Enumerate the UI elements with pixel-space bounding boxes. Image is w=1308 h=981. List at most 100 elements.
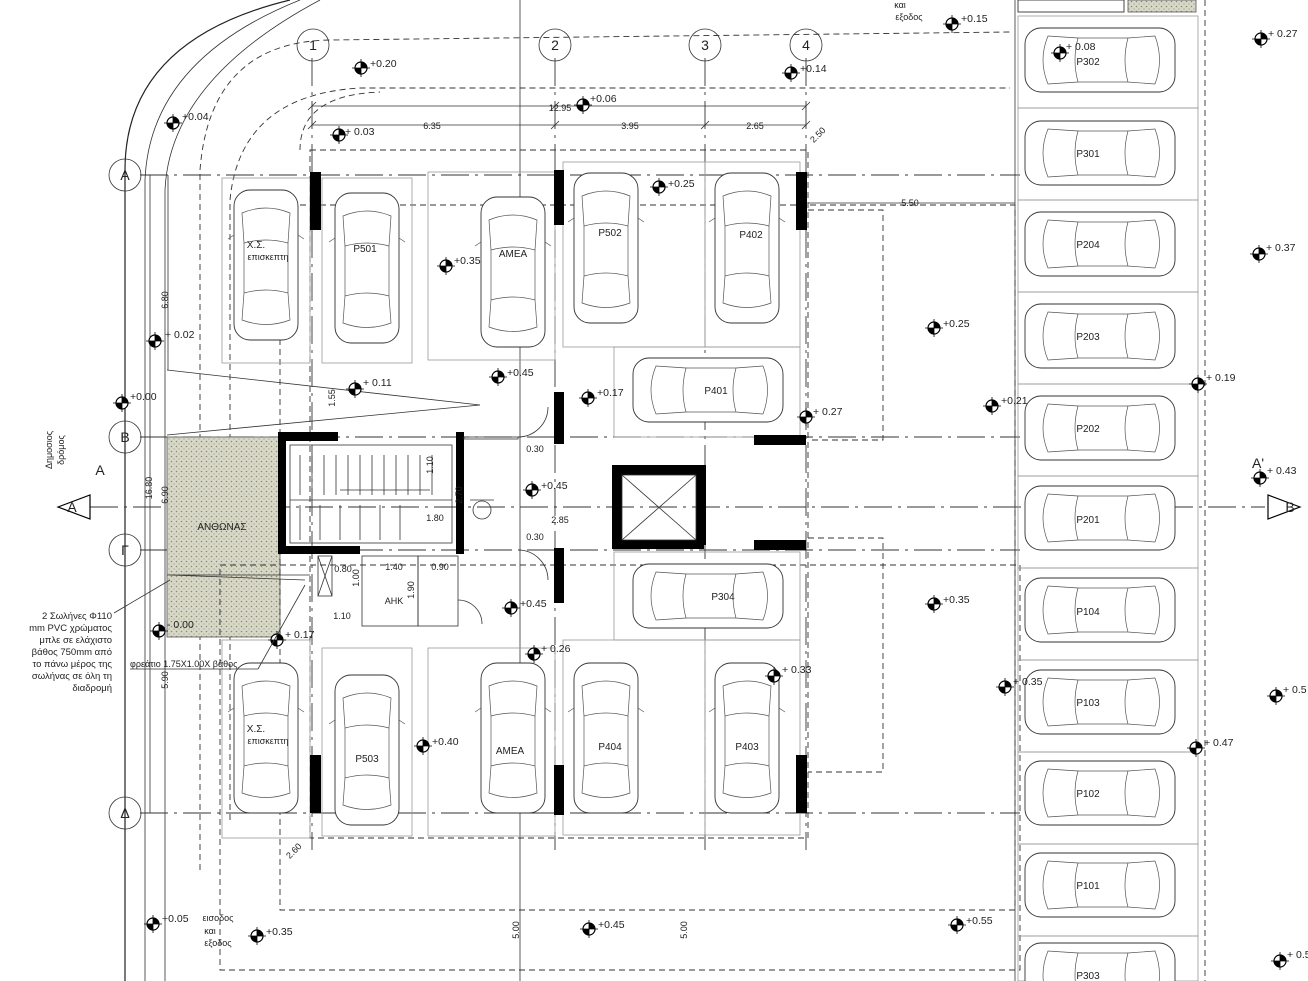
level-19: + 0.17	[267, 629, 315, 650]
svg-text:+ 0.03: + 0.03	[345, 126, 375, 138]
road-edge-curves	[124, 0, 1206, 981]
label-p401: P401	[704, 386, 728, 397]
label-amea-top: ΑΜΕΑ	[499, 249, 528, 260]
level-28: +0.55	[947, 915, 993, 935]
visitor-label-top: Χ.Σ.	[247, 240, 265, 251]
label-amea-bottom: ΑΜΕΑ	[496, 746, 525, 757]
svg-text:+ 0.27: + 0.27	[813, 406, 843, 418]
level-3: +0.14	[781, 63, 827, 83]
label-p202: P202	[1076, 424, 1100, 435]
svg-text:1.80: 1.80	[426, 513, 444, 523]
svg-text:2.65: 2.65	[746, 121, 764, 131]
svg-text:+ 0.33: + 0.33	[782, 664, 812, 676]
dimension-lines	[149, 101, 1015, 813]
level-32: + 0.37	[1249, 242, 1296, 264]
svg-text:+0.04: +0.04	[182, 111, 209, 123]
label-p501: P501	[353, 244, 377, 255]
svg-text:2.70: 2.70	[454, 486, 464, 504]
svg-text:+ 0.27: + 0.27	[1268, 28, 1298, 40]
visitor-sub-bottom: επισκεπτη	[247, 736, 288, 746]
level-1: +0.20	[351, 58, 397, 78]
label-p104: P104	[1076, 607, 1100, 618]
label-p503: P503	[355, 754, 379, 765]
svg-text:1: 1	[309, 37, 317, 53]
grid-bubble-2: 2	[538, 28, 572, 62]
level-15: +0.21	[982, 395, 1028, 416]
level-20: - 0.00	[149, 619, 194, 641]
level-35: + 0.5	[1266, 684, 1307, 706]
svg-text:0.80: 0.80	[334, 564, 352, 574]
svg-text:σωλήνας σε όλη τη: σωλήνας σε όλη τη	[32, 671, 112, 682]
level-11: + 0.11	[345, 377, 392, 399]
svg-text:2: 2	[551, 37, 559, 53]
svg-text:1.00: 1.00	[351, 569, 361, 587]
svg-text:+ 0.43: + 0.43	[1267, 465, 1297, 477]
svg-text:1.90: 1.90	[406, 581, 416, 599]
svg-text:0.90: 0.90	[431, 562, 449, 572]
grid-bubble-a: A	[108, 158, 142, 192]
svg-text:+0.45: +0.45	[598, 919, 625, 931]
level-37: + 0.5	[1270, 949, 1308, 971]
section-marker-right: B A'	[1252, 455, 1302, 520]
svg-text:2.50: 2.50	[808, 125, 827, 144]
svg-text:+0.40: +0.40	[432, 736, 459, 748]
svg-text:+0.45: +0.45	[541, 480, 568, 492]
label-p203: P203	[1076, 332, 1100, 343]
level-36: + 0.47	[1186, 737, 1234, 758]
svg-text:+0.45: +0.45	[507, 367, 534, 379]
svg-text:3.95: 3.95	[621, 121, 639, 131]
level-22: +0.35	[924, 594, 970, 614]
svg-text:+0.05: +0.05	[162, 913, 189, 925]
svg-text:2.60: 2.60	[284, 841, 303, 860]
svg-text:+0.00: +0.00	[130, 391, 157, 403]
svg-text:+0.35: +0.35	[266, 926, 293, 938]
level-27: +0.45	[579, 919, 625, 939]
level-12: +0.45	[488, 367, 534, 387]
level-18: + 0.26	[524, 643, 571, 664]
ramp-lines	[166, 369, 481, 581]
svg-text:+0.20: +0.20	[370, 58, 397, 70]
label-p301: P301	[1076, 149, 1100, 160]
svg-text:+0.25: +0.25	[668, 178, 695, 190]
pit-note: φρεάτιο 1.75Χ1.00Χ βάθος	[130, 659, 238, 669]
svg-text:διαδρομή: διαδρομή	[72, 683, 112, 694]
grid-bubble-1: 1	[296, 28, 330, 62]
svg-text:+ 0.19: + 0.19	[1206, 372, 1236, 384]
entry-bottom-2: και	[204, 926, 216, 936]
level-21: + 0.33	[764, 664, 812, 686]
svg-text:μπλε σε ελάχιστο: μπλε σε ελάχιστο	[39, 635, 112, 646]
svg-text:+ 0.17: + 0.17	[285, 629, 315, 641]
pipe-note: 2 Σωλήνες Φ110 mm PVC χρώματος μπλε σε ε…	[29, 611, 112, 694]
svg-text:ΑΝΘΩΝΑΣ: ΑΝΘΩΝΑΣ	[197, 522, 246, 533]
level-14: + 0.27	[796, 406, 843, 427]
grid-bubble-g: Γ	[108, 533, 142, 567]
svg-text:+0.17: +0.17	[597, 387, 624, 399]
svg-text:A: A	[67, 499, 77, 515]
visitor-label-bottom: Χ.Σ.	[247, 724, 265, 735]
svg-text:1.10: 1.10	[333, 611, 351, 621]
section-marker-left: A A	[56, 462, 105, 520]
road-label-2: δρόμος	[56, 435, 66, 465]
svg-text:A: A	[120, 167, 130, 183]
top-hatched-strip	[1127, 0, 1197, 13]
label-p404: P404	[598, 742, 622, 753]
svg-text:+0.15: +0.15	[961, 13, 988, 25]
svg-text:3: 3	[701, 37, 709, 53]
svg-text:0.30: 0.30	[526, 532, 544, 542]
svg-text:Δ: Δ	[120, 805, 129, 821]
svg-text:Γ: Γ	[121, 542, 129, 558]
svg-text:12.95: 12.95	[549, 103, 572, 113]
label-p204: P204	[1076, 240, 1100, 251]
label-p502: P502	[598, 228, 622, 239]
svg-text:0.30: 0.30	[526, 444, 544, 454]
level-9: + 0.02	[145, 329, 195, 351]
label-p304: P304	[711, 592, 735, 603]
stair-core	[289, 406, 697, 581]
top-box	[1017, 0, 1125, 13]
svg-text:+0.06: +0.06	[590, 93, 617, 105]
svg-text:6.35: 6.35	[423, 121, 441, 131]
svg-text:2 Σωλήνες Φ110: 2 Σωλήνες Φ110	[42, 611, 112, 622]
grid-bubble-3: 3	[688, 28, 722, 62]
level-2: +0.06	[573, 93, 617, 115]
level-4: +0.04	[163, 111, 209, 133]
